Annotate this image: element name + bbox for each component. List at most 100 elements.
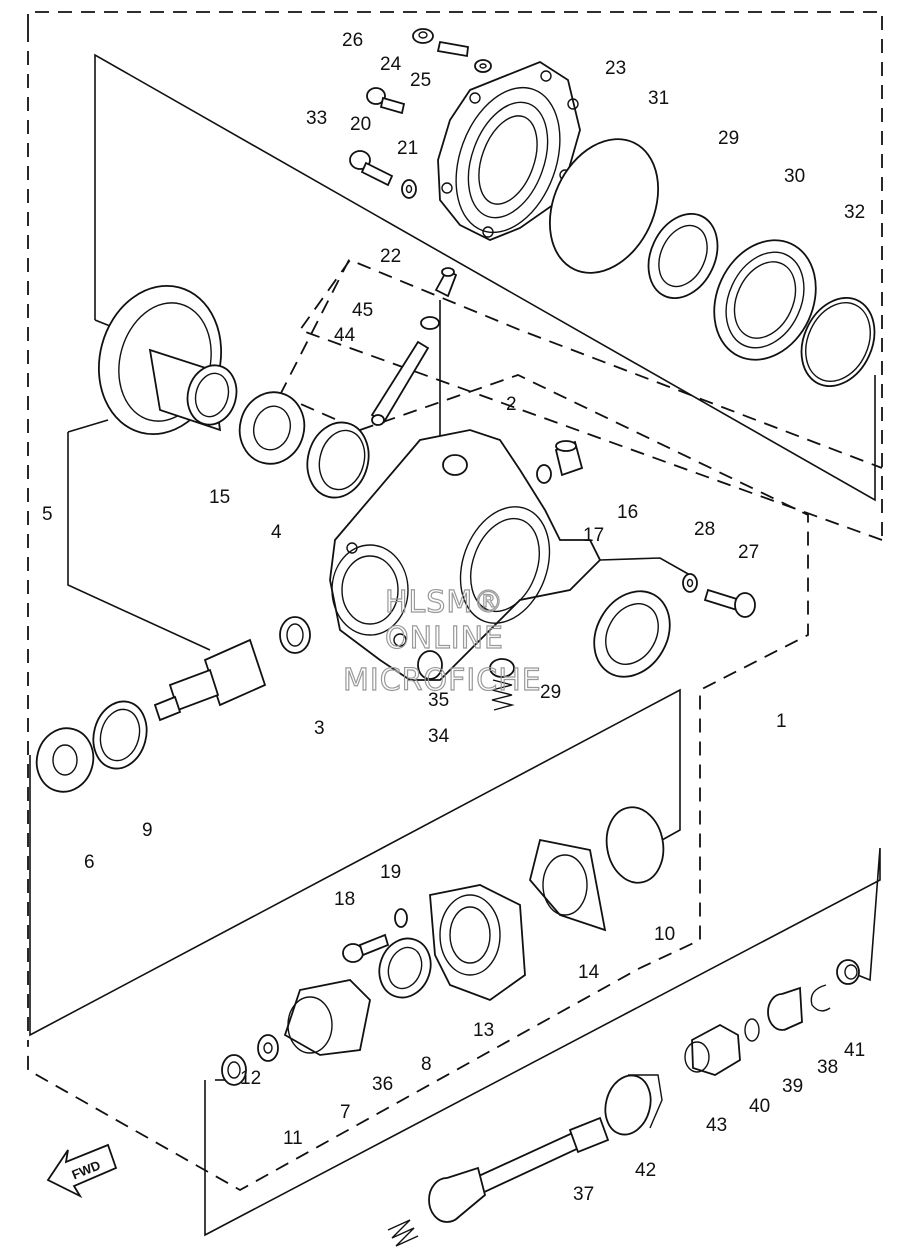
spring-34-shape (491, 679, 515, 711)
washer-28-shape (682, 573, 698, 593)
bolt-27-shape (703, 588, 756, 618)
callout-13: 13 (473, 1020, 494, 1041)
damper-43-shape (684, 1023, 741, 1076)
callout-29-lower: 29 (540, 682, 561, 703)
callout-39: 39 (782, 1076, 803, 1097)
pinion-shaft-shape (153, 638, 267, 722)
callout-27: 27 (738, 542, 759, 563)
watermark: HLSM® ONLINE MICROFICHE (342, 584, 542, 698)
callout-19: 19 (380, 862, 401, 883)
callout-8: 8 (421, 1054, 432, 1075)
bearing-9-shape (92, 700, 148, 770)
callout-6: 6 (84, 852, 95, 873)
spring-36-shape (387, 1219, 419, 1247)
gear-case-2-shape (329, 429, 602, 681)
callout-33: 33 (306, 108, 327, 129)
callout-31: 31 (648, 88, 669, 109)
callout-20: 20 (350, 114, 371, 135)
gasket-14-shape (529, 838, 607, 932)
callout-17: 17 (583, 525, 604, 546)
oil-seal-29b-shape (593, 590, 671, 678)
callout-10: 10 (654, 924, 675, 945)
bolt-18-shape (342, 933, 390, 963)
bearing-39-shape (767, 986, 803, 1031)
stud-24-shape (436, 40, 469, 58)
bolt-33-shape (366, 87, 406, 115)
bearing-30-shape (713, 239, 817, 361)
callout-18: 18 (334, 889, 355, 910)
clip-45-shape (420, 316, 440, 330)
callout-41: 41 (844, 1040, 865, 1061)
callout-42: 42 (635, 1160, 656, 1181)
callout-38: 38 (817, 1057, 838, 1078)
callout-35: 35 (428, 690, 449, 711)
callout-1: 1 (776, 711, 787, 732)
part-drawings (35, 28, 876, 1247)
watermark-line-2: ONLINE (385, 621, 504, 656)
gasket-17-shape (536, 464, 552, 484)
drive-shaft-37-shape (428, 1116, 610, 1223)
callout-32: 32 (844, 202, 865, 223)
bolt-20-shape (349, 150, 394, 187)
nut-26-shape (412, 28, 434, 44)
bushing-41-shape (836, 959, 860, 985)
washer-19-shape (394, 908, 408, 928)
callout-34: 34 (428, 726, 450, 747)
plug-16-shape (554, 440, 584, 477)
callout-43: 43 (706, 1115, 727, 1136)
ring-35-shape (489, 658, 515, 678)
o-ring-10-shape (605, 806, 665, 884)
circlip-38-shape (810, 984, 831, 1012)
oil-seal-29a-shape (647, 212, 719, 300)
o-ring-31-shape (548, 138, 660, 274)
nut-12-shape (221, 1054, 247, 1086)
bearing-housing-13-shape (429, 884, 526, 1002)
callout-24: 24 (380, 54, 402, 75)
callout-4: 4 (271, 522, 282, 543)
bearing-3-shape (279, 616, 311, 654)
shim-32-shape (800, 297, 876, 387)
bearing-6-shape (35, 727, 95, 793)
callout-21: 21 (397, 138, 418, 159)
washer-25-shape (474, 59, 492, 73)
pin-44-shape (370, 340, 430, 426)
callout-11: 11 (283, 1128, 303, 1149)
shim-15-shape (238, 391, 306, 465)
callout-23: 23 (605, 58, 626, 79)
callout-2: 2 (506, 394, 517, 415)
leader-lines (29, 53, 881, 1237)
breather-22-shape (434, 267, 458, 298)
washer-11-shape (257, 1034, 279, 1062)
watermark-line-1: HLSM® (385, 585, 504, 620)
callout-40: 40 (749, 1096, 770, 1117)
coupling-7-shape (283, 979, 371, 1056)
callout-26: 26 (342, 30, 363, 51)
fwd-arrow-icon (46, 1143, 118, 1199)
callout-15: 15 (209, 487, 230, 508)
washer-21-shape (401, 179, 417, 199)
callout-22: 22 (380, 246, 401, 267)
callout-30: 30 (784, 166, 805, 187)
callout-3: 3 (314, 718, 325, 739)
seal-8-shape (378, 937, 432, 999)
callout-37: 37 (573, 1184, 594, 1205)
callout-44: 44 (334, 325, 356, 346)
callout-labels: 26 24 25 23 31 33 20 21 29 30 32 22 45 4… (42, 30, 865, 1205)
housing-cover-23-shape (437, 60, 581, 241)
callout-12: 12 (240, 1068, 261, 1089)
callout-7: 7 (340, 1102, 351, 1123)
watermark-line-3: MICROFICHE (343, 663, 542, 698)
callout-14: 14 (578, 962, 600, 983)
callout-9: 9 (142, 820, 153, 841)
callout-5: 5 (42, 504, 53, 525)
callout-16: 16 (617, 502, 638, 523)
callout-29-top: 29 (718, 128, 739, 149)
callout-28: 28 (694, 519, 715, 540)
callout-45: 45 (352, 300, 373, 321)
callout-25: 25 (410, 70, 431, 91)
callout-36: 36 (372, 1074, 393, 1095)
coupling-42-shape (604, 1074, 663, 1136)
bearing-4-shape (306, 421, 370, 499)
circlip-40-shape (744, 1018, 760, 1042)
